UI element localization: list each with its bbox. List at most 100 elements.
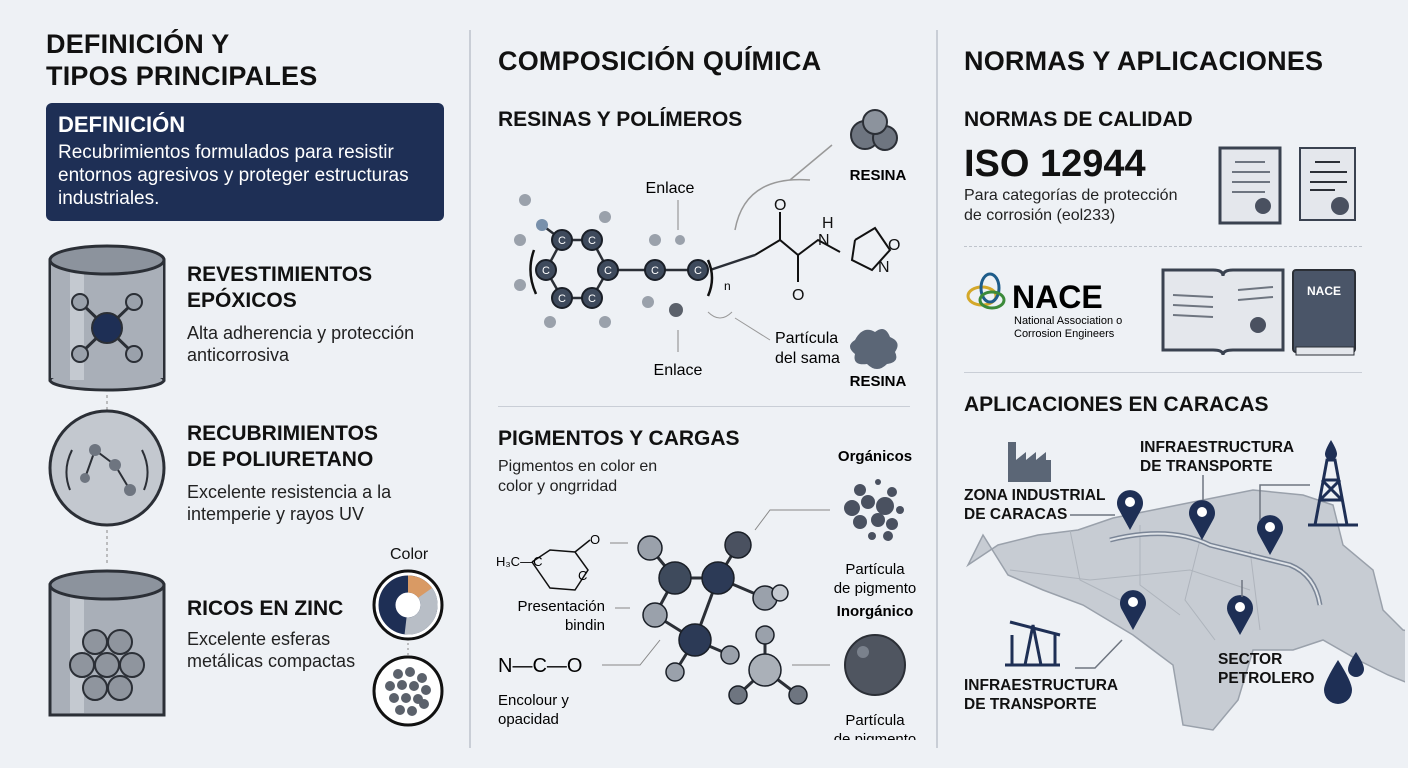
svg-text:O: O [888, 237, 900, 254]
nace-book-icon: NACE [1292, 269, 1356, 356]
encolour-label: Encolour y [498, 692, 569, 709]
nace-logo: NACE National Association of Corrosion E… [966, 272, 1122, 340]
inorganic-label: Inorgánico [837, 603, 914, 620]
type-desc: Excelente resistencia a la [187, 482, 392, 502]
svg-text:H: H [822, 215, 834, 232]
atom-label: C [604, 265, 612, 277]
title-line: TIPOS PRINCIPALES [46, 61, 318, 91]
particle-label: Partícula [845, 561, 905, 578]
label-infra-top: DE TRANSPORTE [1140, 458, 1273, 475]
pumpjack-icon [1005, 620, 1061, 667]
svg-text:C: C [578, 568, 587, 583]
standards-heading: NORMAS DE CALIDAD [964, 108, 1193, 131]
book-icons: NACE [1161, 268, 1356, 356]
section-title-normas: NORMAS Y APLICACIONES [964, 46, 1324, 76]
type-epoxy: REVESTIMIENTOS EPÓXICOS Alta adherencia … [187, 262, 414, 366]
atom-label: C [588, 293, 596, 305]
pigments-desc: Pigmentos en color en color y ongrridad [498, 457, 657, 497]
particle-label: Partícula [775, 330, 838, 347]
label-infra-top: INFRAESTRUCTURA [1140, 439, 1294, 456]
type-icons [48, 244, 166, 717]
definition-text: Recubrimientos formulados para resistir … [58, 142, 409, 209]
color-swatches [372, 569, 444, 727]
caracas-map: ZONA INDUSTRIAL DE CARACAS INFRAESTRUCTU… [964, 439, 1405, 731]
atom-label: C [588, 235, 596, 247]
resin-label: RESINA [850, 373, 907, 390]
svg-text:O: O [590, 532, 600, 547]
resin-particle-icon [850, 328, 898, 369]
encolour-label: opacidad [498, 711, 559, 728]
type-title: RECUBRIMIENTOS [187, 422, 378, 445]
column-divider [469, 30, 471, 748]
certificate-icons [1218, 146, 1356, 225]
nace-fullname: National Association of [1014, 315, 1122, 327]
type-desc: intemperie y rayos UV [187, 504, 365, 524]
nco-formula: N—C—O [498, 655, 582, 677]
map-pin-icon [1227, 595, 1253, 635]
map-pin-icon [1120, 590, 1146, 630]
type-desc: Excelente esferas [187, 629, 331, 649]
desc-line: Para categorías de protección [964, 187, 1178, 204]
organic-label: Orgánicos [838, 448, 912, 465]
atom-label: C [542, 265, 550, 277]
desc-line: de corrosión (eol233) [964, 207, 1116, 224]
section-divider [498, 406, 910, 407]
svg-text:N: N [878, 259, 890, 276]
particle-label: de pigmento [834, 731, 917, 740]
type-title: RICOS EN ZINC [187, 597, 344, 620]
column-divider [936, 30, 938, 748]
section-title-definicion: DEFINICIÓN Y TIPOS PRINCIPALES [46, 28, 317, 92]
inorganic-particle-icon [844, 634, 906, 696]
label-zona-industrial: DE CARACAS [964, 506, 1067, 523]
oil-drop-icon [1324, 660, 1352, 704]
svg-text:N: N [818, 232, 830, 249]
applications-heading: APLICACIONES EN CARACAS [964, 393, 1269, 416]
nace-fullname: Corrosion Engineers [1014, 328, 1115, 340]
molecule-atoms [637, 531, 808, 705]
nace-logo-text: NACE [1012, 279, 1103, 315]
iso-title: ISO 12944 [964, 143, 1146, 185]
atom-label: C [558, 235, 566, 247]
type-desc: metálicas compactas [187, 651, 356, 671]
map-pin-icon [1257, 515, 1283, 555]
bond-label-bottom: Enlace [654, 362, 703, 379]
type-desc: Alta adherencia y protección [187, 323, 415, 343]
type-title: REVESTIMIENTOS [187, 263, 373, 286]
desc-line: Pigmentos en color en [498, 458, 658, 475]
dashed-divider [964, 246, 1362, 247]
map-region [966, 489, 1405, 731]
certificate-icon [1218, 146, 1282, 225]
map-pin-icon [1117, 490, 1143, 530]
color-label: Color [390, 546, 429, 563]
resins-heading: RESINAS Y POLÍMEROS [498, 108, 743, 131]
label-infra-bottom: DE TRANSPORTE [964, 696, 1097, 713]
bond-label-top: Enlace [646, 180, 695, 197]
presentation-label: bindin [565, 617, 605, 634]
label-sector-petrolero: PETROLERO [1218, 670, 1314, 687]
resin-label: RESINA [850, 167, 907, 184]
pigments-heading: PIGMENTOS Y CARGAS [498, 427, 740, 450]
svg-text:H₃C—C: H₃C—C [496, 554, 542, 569]
particle-label: del sama [775, 350, 840, 367]
particle-label: de pigmento [834, 580, 917, 597]
atom-label: C [558, 293, 566, 305]
label-zona-industrial: ZONA INDUSTRIAL [964, 487, 1106, 504]
presentation-label: Presentación [517, 598, 605, 615]
oil-drop-icon [1325, 440, 1337, 460]
zinc-particles-icon [372, 655, 444, 727]
desc-line: color y ongrridad [498, 478, 618, 495]
resin-spheres-icon [850, 109, 898, 151]
type-zinc: RICOS EN ZINC Excelente esferas metálica… [187, 596, 355, 672]
svg-text:O: O [774, 197, 786, 214]
label-sector-petrolero: SECTOR [1218, 651, 1282, 668]
epoxy-cylinder-icon [48, 244, 166, 392]
certificate-icon [1299, 147, 1356, 221]
type-desc: anticorrosiva [187, 345, 290, 365]
type-polyurethane: RECUBRIMIENTOS DE POLIURETANO Excelente … [187, 421, 391, 525]
definition-box: DEFINICIÓN Recubrimientos formulados par… [46, 103, 444, 221]
color-donut-icon [372, 569, 444, 641]
type-title: DE POLIURETANO [187, 448, 374, 471]
pigment-diagram: H₃C—C O C Presentación bindin N—C—O Encolo… [496, 448, 917, 740]
type-title: EPÓXICOS [187, 289, 297, 312]
